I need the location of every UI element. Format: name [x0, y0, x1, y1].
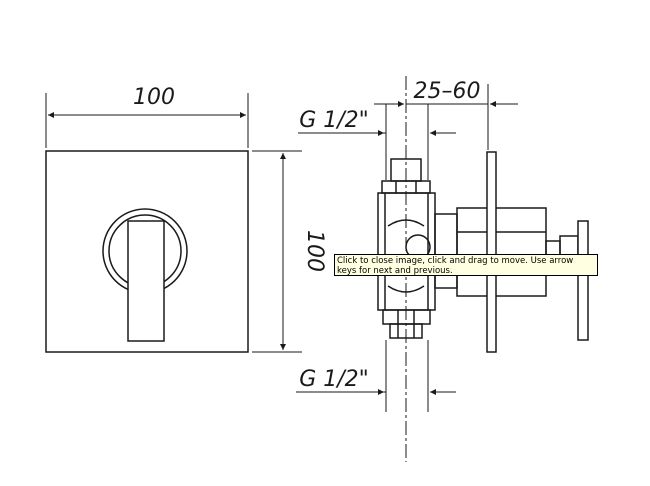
front-height-label: 100 [302, 230, 327, 272]
front-plate [45, 150, 249, 353]
thread-top-label: G 1/2" [299, 108, 369, 133]
handle-side [577, 220, 589, 341]
offset-range-label: 25–60 [414, 79, 481, 104]
handle-lever [127, 220, 165, 342]
thread-bottom-label: G 1/2" [299, 367, 369, 392]
side-view [296, 76, 589, 462]
front-width-label: 100 [133, 85, 175, 110]
wall-plate-edge [486, 151, 497, 353]
image-viewer-tooltip[interactable]: Click to close image, click and drag to … [334, 254, 598, 276]
cartridge-housing [456, 207, 547, 297]
front-view [45, 93, 302, 353]
